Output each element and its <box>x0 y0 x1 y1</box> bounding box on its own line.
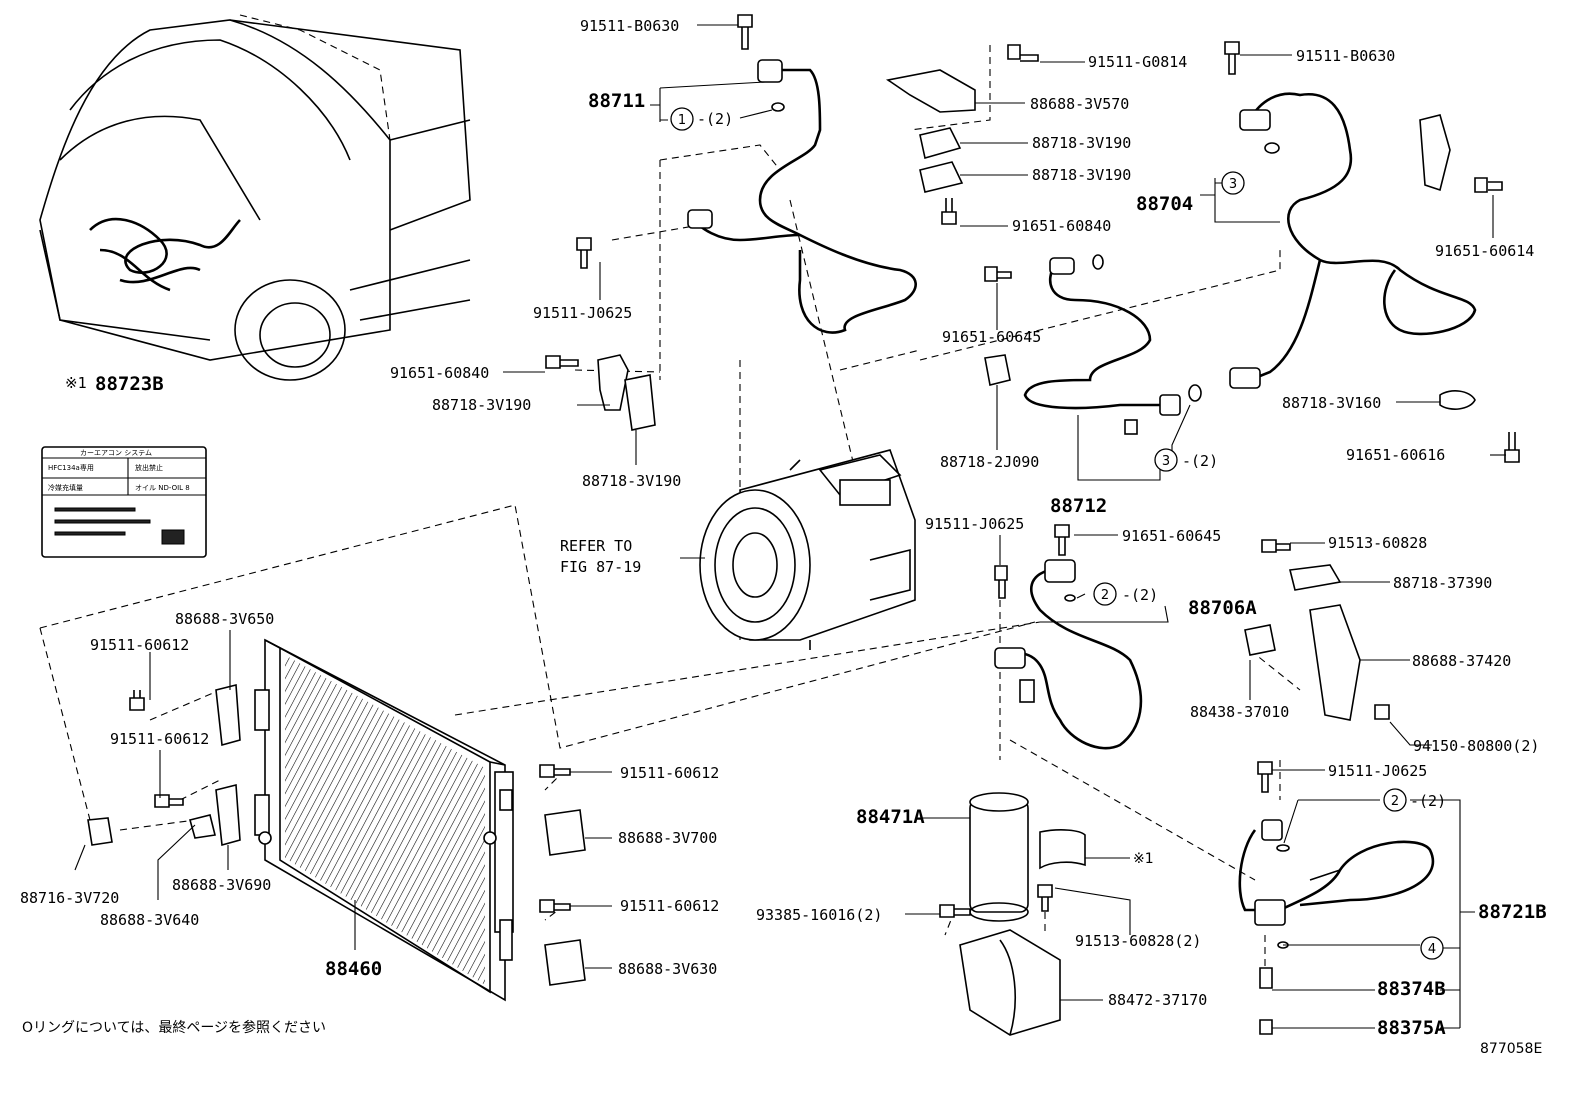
decal-row2a: HFC134a専用 <box>48 463 94 472</box>
footnote: Oリングについては、最終ページを参照ください <box>22 1019 326 1036</box>
label-91511-j0625-b: 91511-J0625 <box>925 515 1024 533</box>
circle-ref-3b: 3 <box>1162 454 1170 469</box>
decal-row1: カーエアコン システム <box>80 449 152 457</box>
label-88718-3v190-a: 88718-3V190 <box>432 396 531 414</box>
label-91513-60828-a: 91513-60828 <box>1328 534 1427 552</box>
label-93385-16016: 93385-16016(2) <box>756 906 882 924</box>
label-91651-60645-b: 91651-60645 <box>1122 527 1221 545</box>
label-91651-60840-a: 91651-60840 <box>390 364 489 382</box>
label-88375a: 88375A <box>1377 1017 1446 1039</box>
label-88718-3v190-c: 88718-3V190 <box>1032 134 1131 152</box>
circle-ref-2b: 2 <box>1391 794 1399 809</box>
hardware <box>87 14 1520 1035</box>
refrigerant-lines <box>687 59 1477 926</box>
label-88688-3v650: 88688-3V650 <box>175 610 274 628</box>
label-88704: 88704 <box>1136 193 1193 215</box>
decal-88723b: ※1 88723B カーエアコン システム HFC134a専用 放出禁止 冷媒充… <box>41 373 207 558</box>
decal-row2b: 放出禁止 <box>135 463 163 472</box>
circle-ref-1: 1 <box>678 113 686 128</box>
label-88711: 88711 <box>588 90 645 112</box>
reference-circles: 1 2 2 3 3 4 <box>670 107 1444 960</box>
label-88721b: 88721B <box>1478 901 1547 923</box>
decal-row3b: オイル ND-OIL 8 <box>135 484 190 492</box>
label-88706a: 88706A <box>1188 597 1257 619</box>
figure-code: 877058E <box>1480 1041 1542 1057</box>
decal-row3a: 冷媒充填量 <box>48 483 83 492</box>
circle-ref-4: 4 <box>1428 942 1436 957</box>
truck-illustration <box>39 14 471 381</box>
label-88716-3v720: 88716-3V720 <box>20 889 119 907</box>
label-88688-3v630: 88688-3V630 <box>618 960 717 978</box>
label-94150-80800: 94150-80800(2) <box>1413 737 1539 755</box>
label-88688-3v640: 88688-3V640 <box>100 911 199 929</box>
label-91511-b0630-b: 91511-B0630 <box>1296 47 1395 65</box>
label-88718-37390: 88718-37390 <box>1393 574 1492 592</box>
dashed-guides <box>39 45 1301 975</box>
label-91511-60612-a: 91511-60612 <box>90 636 189 654</box>
circle-ref-2a: 2 <box>1101 588 1109 603</box>
label-88460: 88460 <box>325 958 382 980</box>
label-88718-2j090: 88718-2J090 <box>940 453 1039 471</box>
condenser-88460 <box>254 638 514 1002</box>
label-91651-60645-a: 91651-60645 <box>942 328 1041 346</box>
label-88723b-mark: ※1 <box>65 374 87 392</box>
label-refer-fig: FIG 87-19 <box>560 558 641 576</box>
label-91511-j0625-a: 91511-J0625 <box>533 304 632 322</box>
label-circle1-qty: -(2) <box>697 110 733 128</box>
part-labels: 91511-B0630 88711 -(2) 91511-J0625 91651… <box>20 17 1547 1057</box>
label-91651-60840-b: 91651-60840 <box>1012 217 1111 235</box>
label-91651-60616: 91651-60616 <box>1346 446 1445 464</box>
label-88471a: 88471A <box>856 806 925 828</box>
label-91511-g0814: 91511-G0814 <box>1088 53 1187 71</box>
label-circle2-qty-a: -(2) <box>1122 586 1158 604</box>
label-88718-3v190-d: 88718-3V190 <box>1032 166 1131 184</box>
label-88688-3v690: 88688-3V690 <box>172 876 271 894</box>
label-88472-37170: 88472-37170 <box>1108 991 1207 1009</box>
label-circle2-qty-b: -(2) <box>1410 792 1446 810</box>
receiver-88471a <box>959 792 1086 1036</box>
label-91651-60614: 91651-60614 <box>1435 242 1534 260</box>
label-91511-j0625-c: 91511-J0625 <box>1328 762 1427 780</box>
label-mark1: ※1 <box>1133 851 1154 867</box>
label-91511-60612-b: 91511-60612 <box>110 730 209 748</box>
label-circle3-qty: -(2) <box>1182 452 1218 470</box>
label-refer-to: REFER TO <box>560 537 632 555</box>
label-88712: 88712 <box>1050 495 1107 517</box>
label-91511-b0630-a: 91511-B0630 <box>580 17 679 35</box>
label-88718-3v160: 88718-3V160 <box>1282 394 1381 412</box>
leader-lines <box>74 24 1506 1029</box>
circle-ref-3a: 3 <box>1229 177 1237 192</box>
label-88688-3v570: 88688-3V570 <box>1030 95 1129 113</box>
label-88718-3v190-b: 88718-3V190 <box>582 472 681 490</box>
label-88688-3v700: 88688-3V700 <box>618 829 717 847</box>
label-88723b: 88723B <box>95 373 164 395</box>
label-91511-60612-d: 91511-60612 <box>620 897 719 915</box>
label-91513-60828-b: 91513-60828(2) <box>1075 932 1201 950</box>
label-88688-37420: 88688-37420 <box>1412 652 1511 670</box>
label-88438-37010: 88438-37010 <box>1190 703 1289 721</box>
label-91511-60612-c: 91511-60612 <box>620 764 719 782</box>
label-88374b: 88374B <box>1377 978 1446 1000</box>
compressor <box>699 449 916 650</box>
